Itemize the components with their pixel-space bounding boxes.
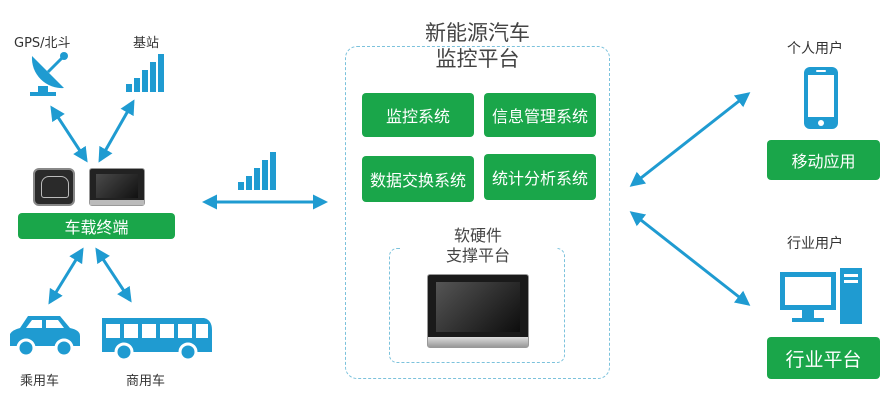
support-platform-title: 软硬件 支撑平台 xyxy=(400,226,556,266)
bus-icon xyxy=(102,318,212,362)
arrow-platform-personal xyxy=(629,92,751,187)
module-info-management: 信息管理系统 xyxy=(484,93,596,137)
hardware-device-icon xyxy=(427,274,529,348)
satellite-dish-icon xyxy=(30,52,68,96)
platform-title-line2: 监控平台 xyxy=(435,47,520,71)
support-title-line2: 支撑平台 xyxy=(445,246,510,265)
industry-platform-box: 行业平台 xyxy=(767,337,880,379)
base-station-label: 基站 xyxy=(133,36,160,51)
commercial-vehicle-label: 商用车 xyxy=(126,374,166,389)
module-monitoring: 监控系统 xyxy=(362,93,474,137)
mobile-app-box: 移动应用 xyxy=(767,140,880,180)
obd-device-icon xyxy=(33,168,75,206)
arrow-gps-terminal xyxy=(50,105,88,163)
platform-title: 新能源汽车 监控平台 xyxy=(395,20,560,72)
module-data-exchange: 数据交换系统 xyxy=(362,156,474,202)
arrow-platform-industry xyxy=(629,211,751,306)
desktop-computer-icon xyxy=(780,268,862,324)
support-title-line1: 软硬件 xyxy=(453,226,502,245)
vehicle-terminal-box: 车载终端 xyxy=(18,213,175,239)
industry-user-label: 行业用户 xyxy=(787,236,843,252)
tablet-device-icon xyxy=(89,168,145,206)
signal-bars-icon xyxy=(126,54,164,92)
arrow-terminal-bus xyxy=(95,247,132,303)
smartphone-icon xyxy=(804,67,838,129)
gps-label: GPS/北斗 xyxy=(14,36,71,51)
monitoring-platform-container xyxy=(345,46,610,379)
car-icon xyxy=(10,316,80,358)
personal-user-label: 个人用户 xyxy=(787,41,843,57)
arrow-base-terminal xyxy=(98,99,135,163)
passenger-car-label: 乘用车 xyxy=(20,374,60,389)
platform-title-line1: 新能源汽车 xyxy=(425,21,530,45)
module-statistics: 统计分析系统 xyxy=(484,154,596,200)
signal-bars-icon xyxy=(238,152,276,190)
arrow-terminal-car xyxy=(48,247,84,305)
